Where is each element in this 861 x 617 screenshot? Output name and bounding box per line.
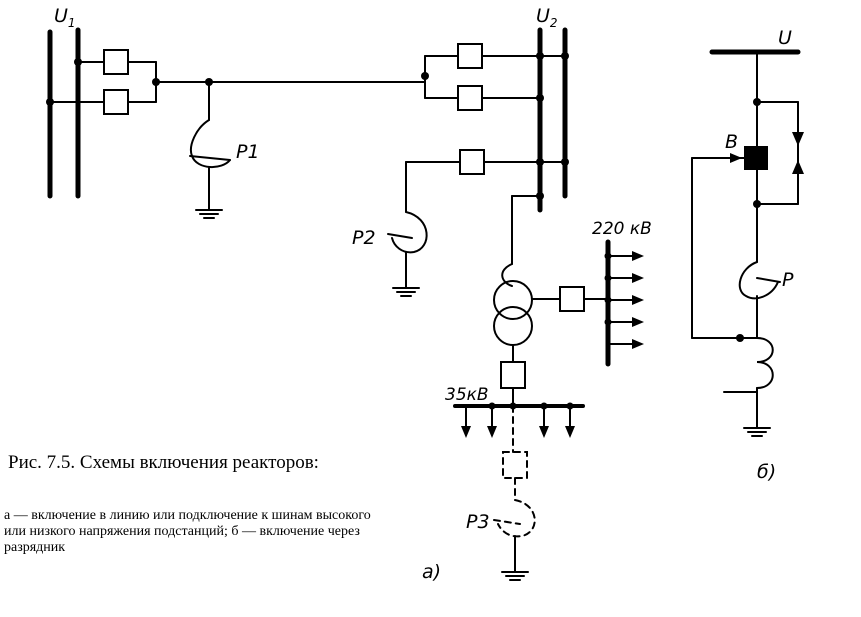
arrows-220kv [604, 251, 644, 349]
transformer-lead [501, 195, 541, 287]
reactor-p [738, 261, 781, 331]
u-label: U [778, 27, 792, 49]
figure-caption-title: Рис. 7.5. Схемы включения реакторов: [8, 452, 319, 473]
ground-b [743, 427, 771, 437]
coil [723, 329, 774, 429]
u2-junction-dots [536, 52, 569, 200]
p-label: P [782, 269, 794, 291]
feeders-220kv [607, 255, 635, 345]
p3-label: P3 [466, 511, 490, 533]
scheme-b-label: б) [757, 461, 776, 483]
arrester-b [744, 146, 768, 170]
p2-breaker [405, 149, 566, 213]
figure-caption-body: а — включение в линию или подключение к … [4, 508, 371, 555]
ground-p2 [392, 287, 420, 297]
bypass-loop [756, 101, 799, 205]
reactor-p2 [387, 211, 428, 289]
u1-label: U1 [54, 5, 76, 30]
control-loop [691, 157, 746, 339]
p1-label: P1 [236, 141, 260, 163]
arrows-35kv [461, 402, 575, 438]
reactor-p1 [189, 81, 231, 211]
u1-breakers [49, 49, 157, 115]
kv220-label: 220 кВ [592, 219, 652, 239]
ground-p3 [501, 571, 529, 581]
optional-reactor-p3-branch [493, 405, 536, 538]
u2-breakers [424, 43, 566, 111]
feeders-35kv [465, 405, 571, 429]
transformer [493, 280, 533, 346]
u2-label: U2 [536, 5, 558, 30]
ground-p1 [195, 209, 223, 219]
scheme-a-label: а) [422, 561, 441, 583]
control-arrow [730, 153, 742, 163]
b-label: B [725, 131, 738, 153]
breaker-220 [559, 286, 609, 312]
breaker-35 [500, 361, 526, 389]
p2-label: P2 [352, 227, 376, 249]
bypass-arrows [736, 98, 804, 342]
kv35-label: 35кВ [445, 385, 489, 405]
u1-busbars [47, 27, 81, 199]
